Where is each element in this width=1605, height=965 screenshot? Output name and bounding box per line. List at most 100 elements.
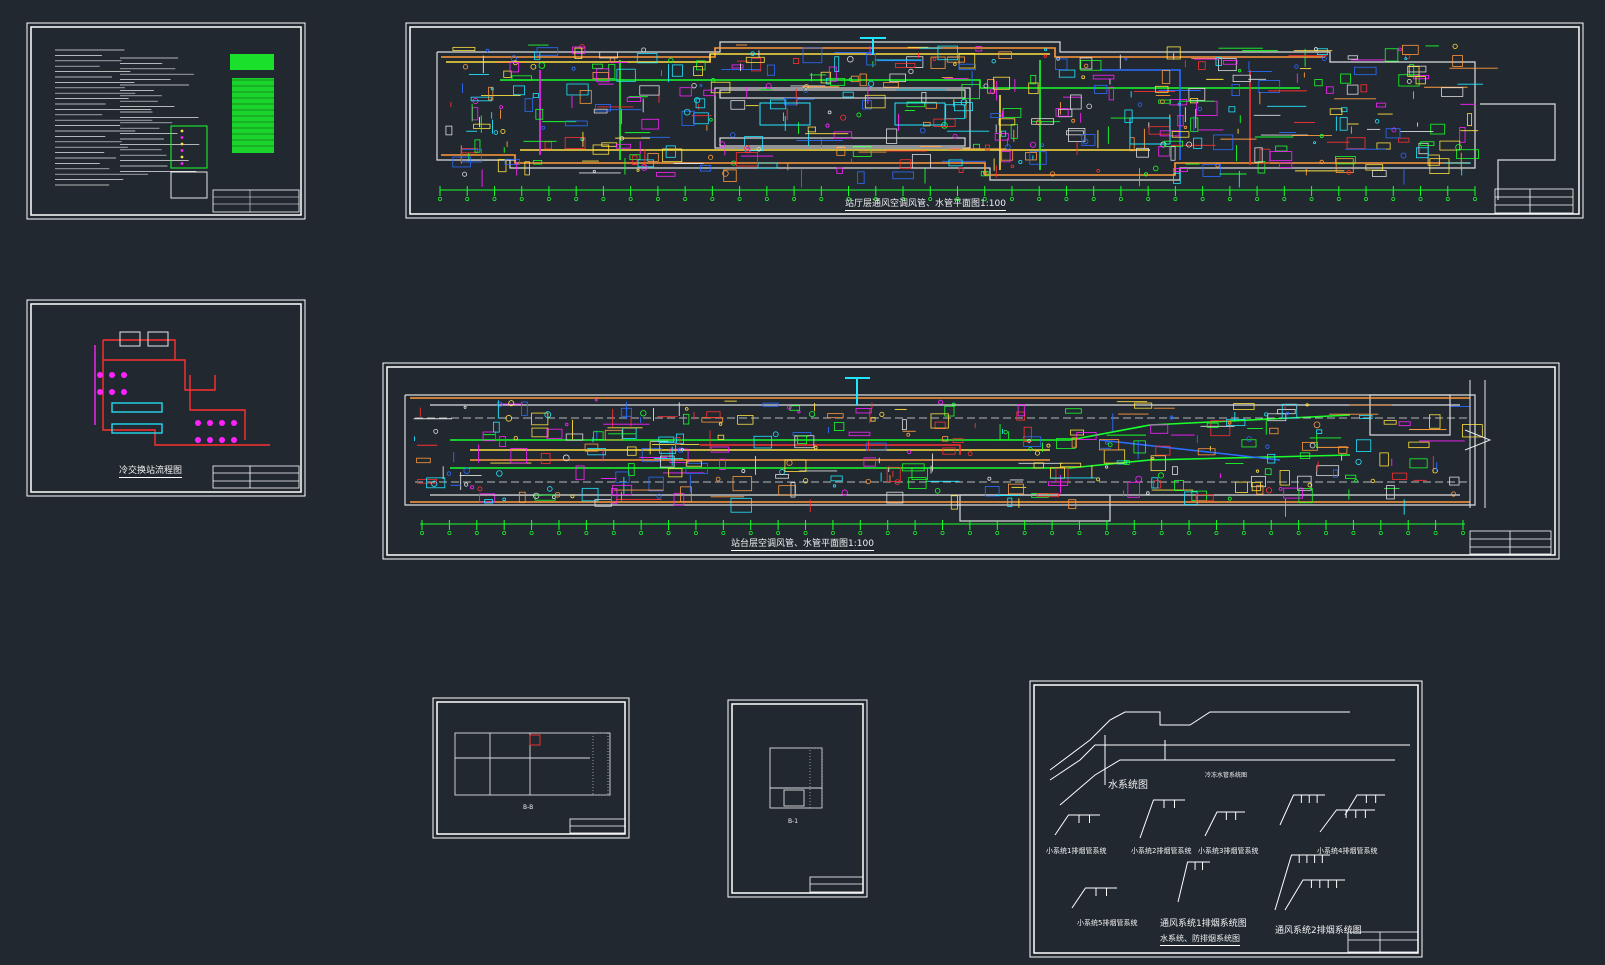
axis-bubble <box>858 531 863 535</box>
platform-vent-shaft-icon <box>845 377 870 405</box>
equipment-box <box>778 485 797 496</box>
equipment-box <box>1017 404 1025 417</box>
equipment-box <box>1354 66 1377 76</box>
equipment-box <box>564 136 586 149</box>
equipment-box <box>1177 114 1184 127</box>
axis-bubble <box>529 531 534 535</box>
equipment-box <box>1267 453 1276 464</box>
equipment-box <box>531 412 549 426</box>
diffuser <box>1321 56 1327 61</box>
equipment-box <box>1241 439 1257 448</box>
diffuser <box>1404 57 1408 61</box>
equipment-box <box>1202 164 1221 177</box>
axis-bubble <box>737 197 742 201</box>
axis-bubble <box>1406 531 1411 535</box>
heat-exchangers <box>111 402 163 434</box>
diffuser <box>730 132 736 138</box>
equipment-box <box>1123 459 1130 465</box>
equipment-box <box>641 447 662 462</box>
diffuser <box>446 471 452 476</box>
equipment-box <box>1055 108 1069 117</box>
equipment-box <box>626 446 637 456</box>
axis-bubble <box>885 531 890 535</box>
equipment-box <box>775 474 790 479</box>
equipment-box <box>911 154 931 169</box>
diffuser <box>530 63 537 70</box>
axis-bubble <box>420 531 424 535</box>
notes-text-lines <box>55 49 200 186</box>
equipment-box <box>524 98 534 112</box>
equipment-box <box>1133 440 1146 454</box>
equipment-box <box>703 89 716 97</box>
axis-bubble <box>447 531 452 535</box>
equipment-box <box>1232 74 1251 82</box>
equipment-box <box>710 81 731 94</box>
diffuser <box>1450 491 1457 497</box>
equipment-box <box>950 495 958 510</box>
diffuser <box>731 160 737 166</box>
diffuser <box>1215 162 1220 168</box>
equipment-box <box>706 411 721 418</box>
equipment-box <box>544 141 552 150</box>
diffuser <box>592 169 596 173</box>
equipment-box <box>417 479 437 484</box>
axis-bubble <box>1351 531 1356 535</box>
sheet-platform-plan[interactable] <box>382 362 1560 560</box>
small-system-1-label: 小系统1排烟管系统 <box>1046 847 1107 855</box>
diffuser <box>938 399 944 405</box>
equipment-box <box>534 51 541 60</box>
equipment-box <box>593 431 604 440</box>
concourse-title-block <box>1494 188 1574 214</box>
equipment-box <box>461 148 482 163</box>
diffuser <box>967 451 973 457</box>
sheet-water-smoke-systems[interactable] <box>1029 680 1423 958</box>
axis-bubble <box>438 197 442 201</box>
axis-bubble <box>995 531 1000 535</box>
axis-bubble <box>710 197 715 201</box>
equipment-box <box>631 155 638 165</box>
equipment-box <box>1264 468 1272 476</box>
equipment-box <box>1346 84 1359 95</box>
equipment-box <box>622 427 637 439</box>
equipment-box <box>674 437 681 445</box>
sheet-section-bb[interactable] <box>432 697 630 839</box>
sheet-cooling-exchange-flow[interactable] <box>26 299 306 497</box>
diffuser <box>1049 171 1056 177</box>
diffuser <box>865 478 871 485</box>
diffuser <box>636 168 640 172</box>
equipment-box <box>1050 467 1065 479</box>
diffuser <box>1227 496 1232 501</box>
concourse-axis-ticks <box>438 186 1477 201</box>
diffuser <box>470 485 475 490</box>
equipment-box <box>1376 102 1387 108</box>
sheet-design-notes[interactable] <box>26 22 306 220</box>
equipment-box <box>942 447 956 455</box>
equipment-box <box>864 94 886 109</box>
equipment-box <box>1058 108 1073 118</box>
diffuser <box>1238 69 1242 73</box>
axis-bubble <box>1010 197 1014 201</box>
axis-bubble <box>982 197 987 201</box>
equipment-box <box>1413 74 1429 80</box>
equipment-box <box>1184 491 1198 505</box>
diffuser <box>1104 441 1109 445</box>
sheet-concourse-plan[interactable] <box>405 22 1584 219</box>
equipment-box <box>1195 100 1218 116</box>
equipment-box <box>1283 487 1303 499</box>
equipment-box <box>1025 152 1037 161</box>
diffuser <box>894 479 901 485</box>
exhaust-duct <box>1319 809 1375 833</box>
equipment-box <box>1415 76 1426 85</box>
equipment-box <box>1036 493 1060 498</box>
equipment-box <box>1449 476 1460 486</box>
equipment-box <box>1459 127 1466 143</box>
equipment-box <box>1254 147 1263 163</box>
equipment-box <box>958 53 976 69</box>
diffuser <box>594 398 598 402</box>
small-system-2-label: 小系统2排烟管系统 <box>1131 847 1192 855</box>
diffuser <box>1313 141 1317 145</box>
axis-bubble <box>1282 197 1287 201</box>
diffuser <box>1455 143 1462 151</box>
sheet-section-b1[interactable] <box>727 699 868 898</box>
equipment-box <box>1258 79 1281 93</box>
